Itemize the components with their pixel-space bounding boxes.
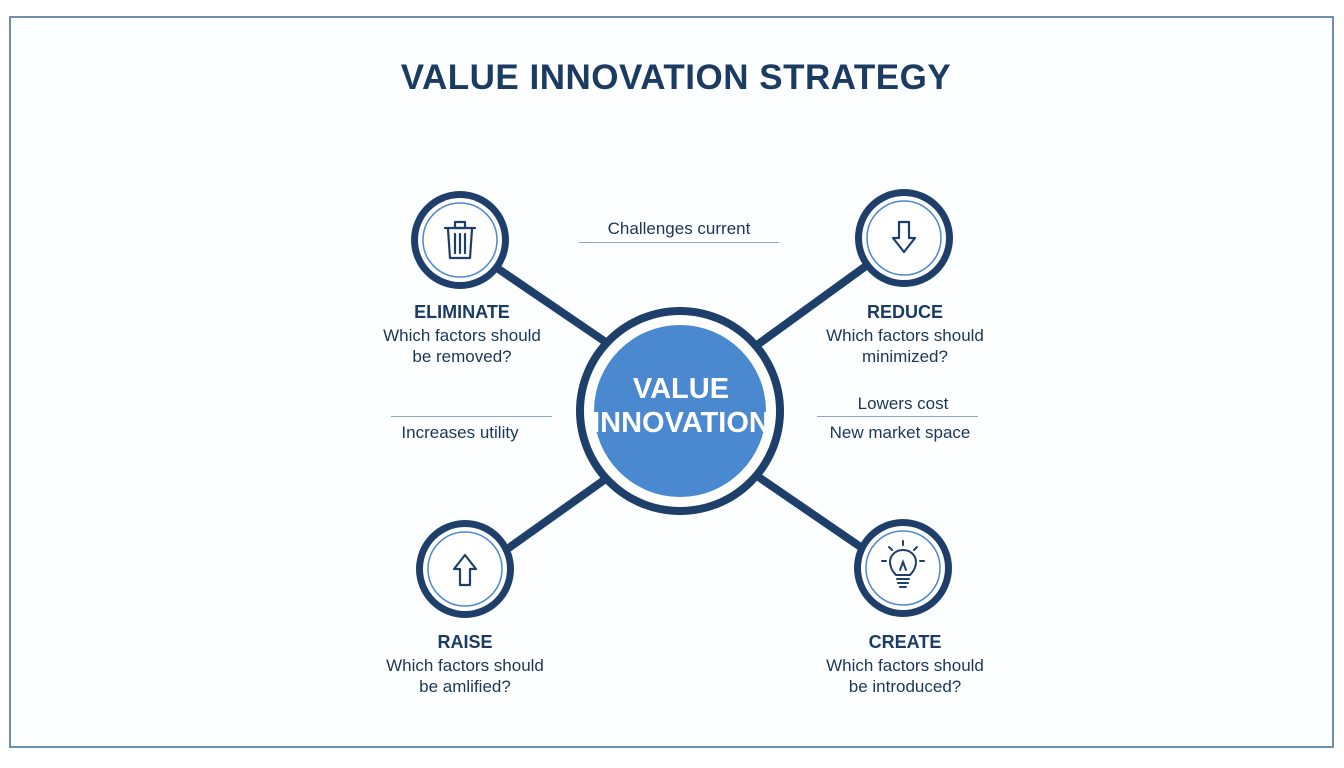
note-top-divider [579, 242, 779, 243]
raise-label: RAISE [437, 632, 493, 652]
raise-block: RAISE Which factors should be amlified? [355, 632, 575, 697]
connector-eliminate [493, 264, 614, 349]
note-right-1: Lowers cost [857, 394, 949, 413]
eliminate-block: ELIMINATE Which factors should be remove… [352, 302, 572, 367]
eliminate-label: ELIMINATE [414, 302, 510, 322]
note-top: Challenges current [607, 219, 751, 238]
reduce-label: REDUCE [866, 302, 943, 322]
raise-question-line1: Which factors should [386, 656, 544, 675]
arrow-down-icon [891, 220, 917, 254]
eliminate-node [411, 191, 509, 289]
raise-question-line2: be amlified? [419, 677, 511, 696]
center-node [576, 307, 784, 515]
note-right-divider [817, 416, 978, 417]
raise-node [416, 520, 514, 618]
reduce-question-line1: Which factors should [826, 326, 984, 345]
arrow-up-icon [452, 553, 478, 587]
note-left: Increases utility [401, 423, 519, 442]
trash-icon [443, 220, 477, 260]
reduce-question-line2: minimized? [862, 347, 948, 366]
center-label: VALUE INNOVATION [588, 372, 774, 440]
center-label-line1: VALUE [632, 373, 730, 405]
create-question-line1: Which factors should [826, 656, 984, 675]
create-node [854, 519, 952, 617]
note-left-divider [391, 416, 552, 417]
center-label-line2: INNOVATION [592, 407, 770, 439]
create-block: CREATE Which factors should be introduce… [795, 632, 1015, 697]
connector-create [756, 474, 869, 554]
reduce-node [855, 189, 953, 287]
connector-reduce [753, 262, 870, 349]
reduce-block: REDUCE Which factors should minimized? [795, 302, 1015, 367]
note-right-2: New market space [829, 423, 971, 442]
connector-raise [499, 474, 611, 556]
lightbulb-icon [881, 540, 925, 588]
diagram-title: VALUE INNOVATION STRATEGY [400, 58, 952, 97]
create-label: CREATE [868, 632, 942, 652]
create-question-line2: be introduced? [848, 677, 962, 696]
eliminate-question-line2: be removed? [412, 347, 512, 366]
eliminate-question-line1: Which factors should [383, 326, 541, 345]
